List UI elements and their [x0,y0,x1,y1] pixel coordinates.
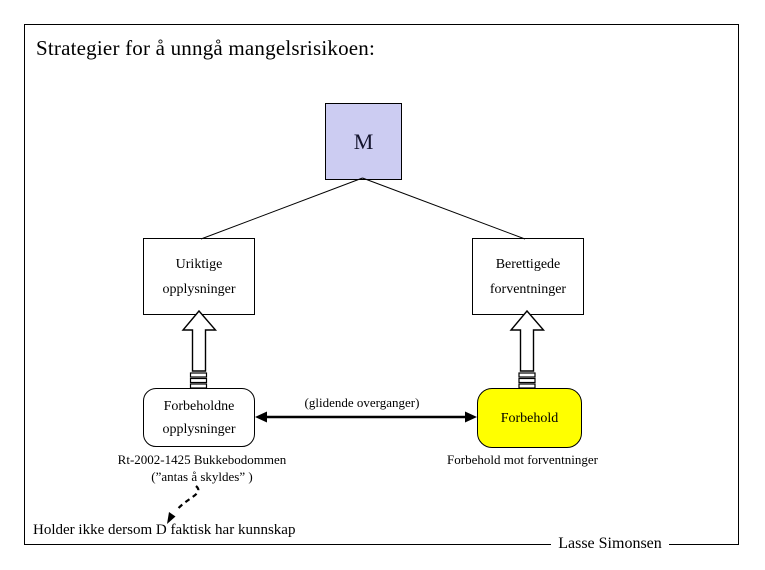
rounded-box-forbehold: Forbehold [477,388,582,448]
double-arrow-label: (glidende overganger) [304,395,420,410]
rounded-box-forbeholdne-opplysninger: Forbeholdne opplysninger [143,388,255,447]
box-berettigede-forventninger: Berettigede forventninger [472,238,584,315]
note-rt-2002-1425: Rt-2002-1425 Bukkebodommen (”antas å sky… [117,452,287,484]
box-uriktige-opplysninger: Uriktige opplysninger [143,238,255,315]
m-box-label: M [353,129,374,154]
slide-border [24,24,739,545]
m-box: M [325,103,402,180]
page-title: Strategier for å unngå mangelsrisikoen: [36,36,376,60]
footer-author-name: Lasse Simonsen [548,535,672,553]
note-holder-ikke: Holder ikke dersom D faktisk har kunnska… [33,522,296,538]
note-forbehold-mot-forventninger: Forbehold mot forventninger [447,452,598,467]
